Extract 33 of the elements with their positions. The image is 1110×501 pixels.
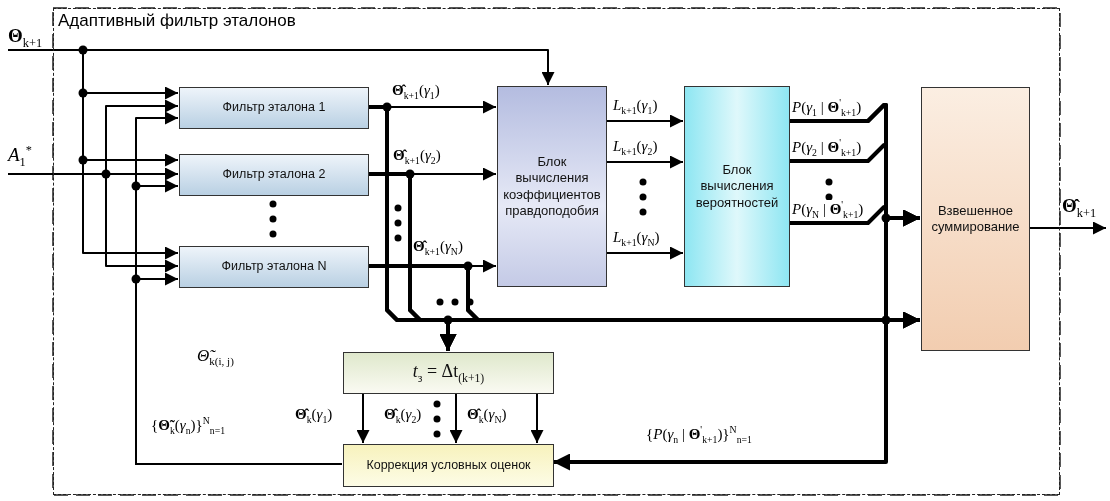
edge-label: Θ̂$_{k+1}$(γ$_{N}$) (412, 238, 464, 258)
output-signal-label: Θ̂$_{k+1}$ (1062, 196, 1108, 228)
edge-label: L$_{k+1}$(γ$_{N}$) (612, 229, 661, 249)
arrow (605, 155, 684, 169)
process-block: Блок вычисления коэффициентов правдоподобия (497, 86, 607, 287)
arrow (789, 205, 920, 227)
edge-label: P(γ$_{N}$ | Θ$^{'}$$_{k+1}$) (791, 200, 865, 221)
delay-block: t$_{з}$ = Δt$_{(k+1)}$ (343, 352, 554, 394)
filter-block: Фильтр эталона N (179, 246, 369, 288)
arrow (449, 392, 463, 444)
edge-label: L$_{k+1}$(γ$_{2}$) (612, 138, 659, 158)
edge-label: Θ̂$_{k}$(γ$_{N}$) (466, 406, 508, 426)
arrow (605, 114, 684, 128)
edge-label: P(γ$_{1}$ | Θ$^{'}$$_{k+1}$) (791, 98, 863, 119)
edge-label: Θ̂$_{k}$(γ$_{1}$) (294, 406, 334, 426)
arrow (605, 246, 684, 260)
process-block: Взвешенное суммирование (921, 87, 1030, 351)
edge-label: Θ̂$_{k}$(γ$_{2}$) (383, 406, 423, 426)
input-signal-label: Θ$_{k+1}$ (8, 26, 44, 50)
filter-block: Фильтр эталона 1 (179, 87, 369, 129)
edge-label: Θ̂$_{k+1}$(γ$_{2}$) (392, 147, 442, 167)
arrow (356, 392, 370, 444)
arrow (553, 103, 888, 471)
arrow (1028, 221, 1107, 235)
arrow (530, 392, 544, 444)
process-block: Блок вычисления вероятностей (684, 86, 790, 287)
process-block: Коррекция условных оценок (343, 444, 554, 487)
edge-label: L$_{k+1}$(γ$_{1}$) (612, 97, 659, 117)
group-title: Адаптивный фильтр эталонов (58, 11, 296, 31)
math-label: Θ̃$_{k(i, j)}$ (196, 347, 235, 368)
edge-label: P(γ$_{2}$ | Θ$^{'}$$_{k+1}$) (791, 138, 863, 159)
edge-label: Θ̂$_{k+1}$(γ$_{1}$) (391, 82, 441, 102)
filter-block: Фильтр эталона 2 (179, 154, 369, 196)
